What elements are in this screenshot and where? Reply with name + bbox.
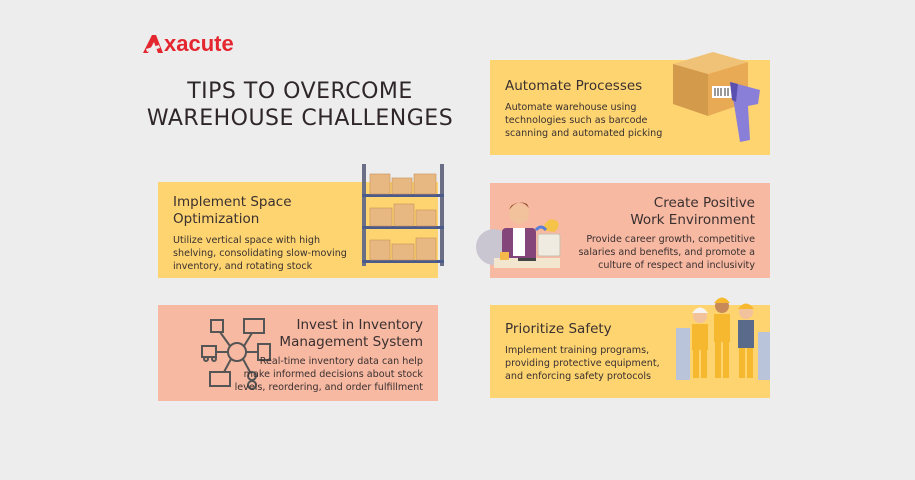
- brand-logo: xacute: [143, 31, 234, 57]
- tip-body-line: culture of respect and inclusivity: [598, 260, 755, 271]
- tip-body-line: scanning and automated picking: [505, 128, 663, 139]
- tip-body-line: shelving, consolidating slow-moving: [173, 248, 347, 259]
- tip-body-line: technologies such as barcode: [505, 115, 648, 126]
- tip-body-line: salaries and benefits, and promote a: [578, 247, 755, 258]
- title-line-2: WAREHOUSE CHALLENGES: [146, 106, 454, 131]
- tip-body-line: providing protective equipment,: [505, 358, 660, 369]
- title-line-1: TIPS TO OVERCOME: [187, 79, 413, 104]
- warehouse-shelving-icon: [362, 164, 444, 266]
- tip-card-prioritize-safety: Prioritize Safety Implement training pro…: [490, 305, 770, 398]
- tip-body-line: Implement training programs,: [505, 345, 650, 356]
- logo-a-icon: [143, 35, 163, 53]
- tip-title: Automate Processes: [505, 78, 643, 94]
- tip-title: Prioritize Safety: [505, 321, 612, 337]
- tip-body-line: Real-time inventory data can help: [259, 356, 423, 367]
- happy-office-worker-icon: [476, 202, 561, 268]
- construction-workers-icon: [676, 297, 770, 380]
- tip-body-line: Automate warehouse using: [505, 102, 637, 113]
- tip-body-line: make informed decisions about stock: [243, 369, 423, 380]
- tip-body-line: and enforcing safety protocols: [505, 371, 651, 382]
- inventory-network-icon: [201, 318, 271, 390]
- logo-text: xacute: [164, 31, 234, 56]
- tip-body-line: levels, reordering, and order fulfillmen…: [234, 382, 423, 393]
- tip-body-line: Provide career growth, competitive: [586, 234, 755, 245]
- page-title: TIPS TO OVERCOME WAREHOUSE CHALLENGES: [140, 78, 460, 132]
- tip-body-line: Utilize vertical space with high: [173, 235, 321, 246]
- box-barcode-scanner-icon: [673, 52, 760, 142]
- tip-body-line: inventory, and rotating stock: [173, 261, 313, 272]
